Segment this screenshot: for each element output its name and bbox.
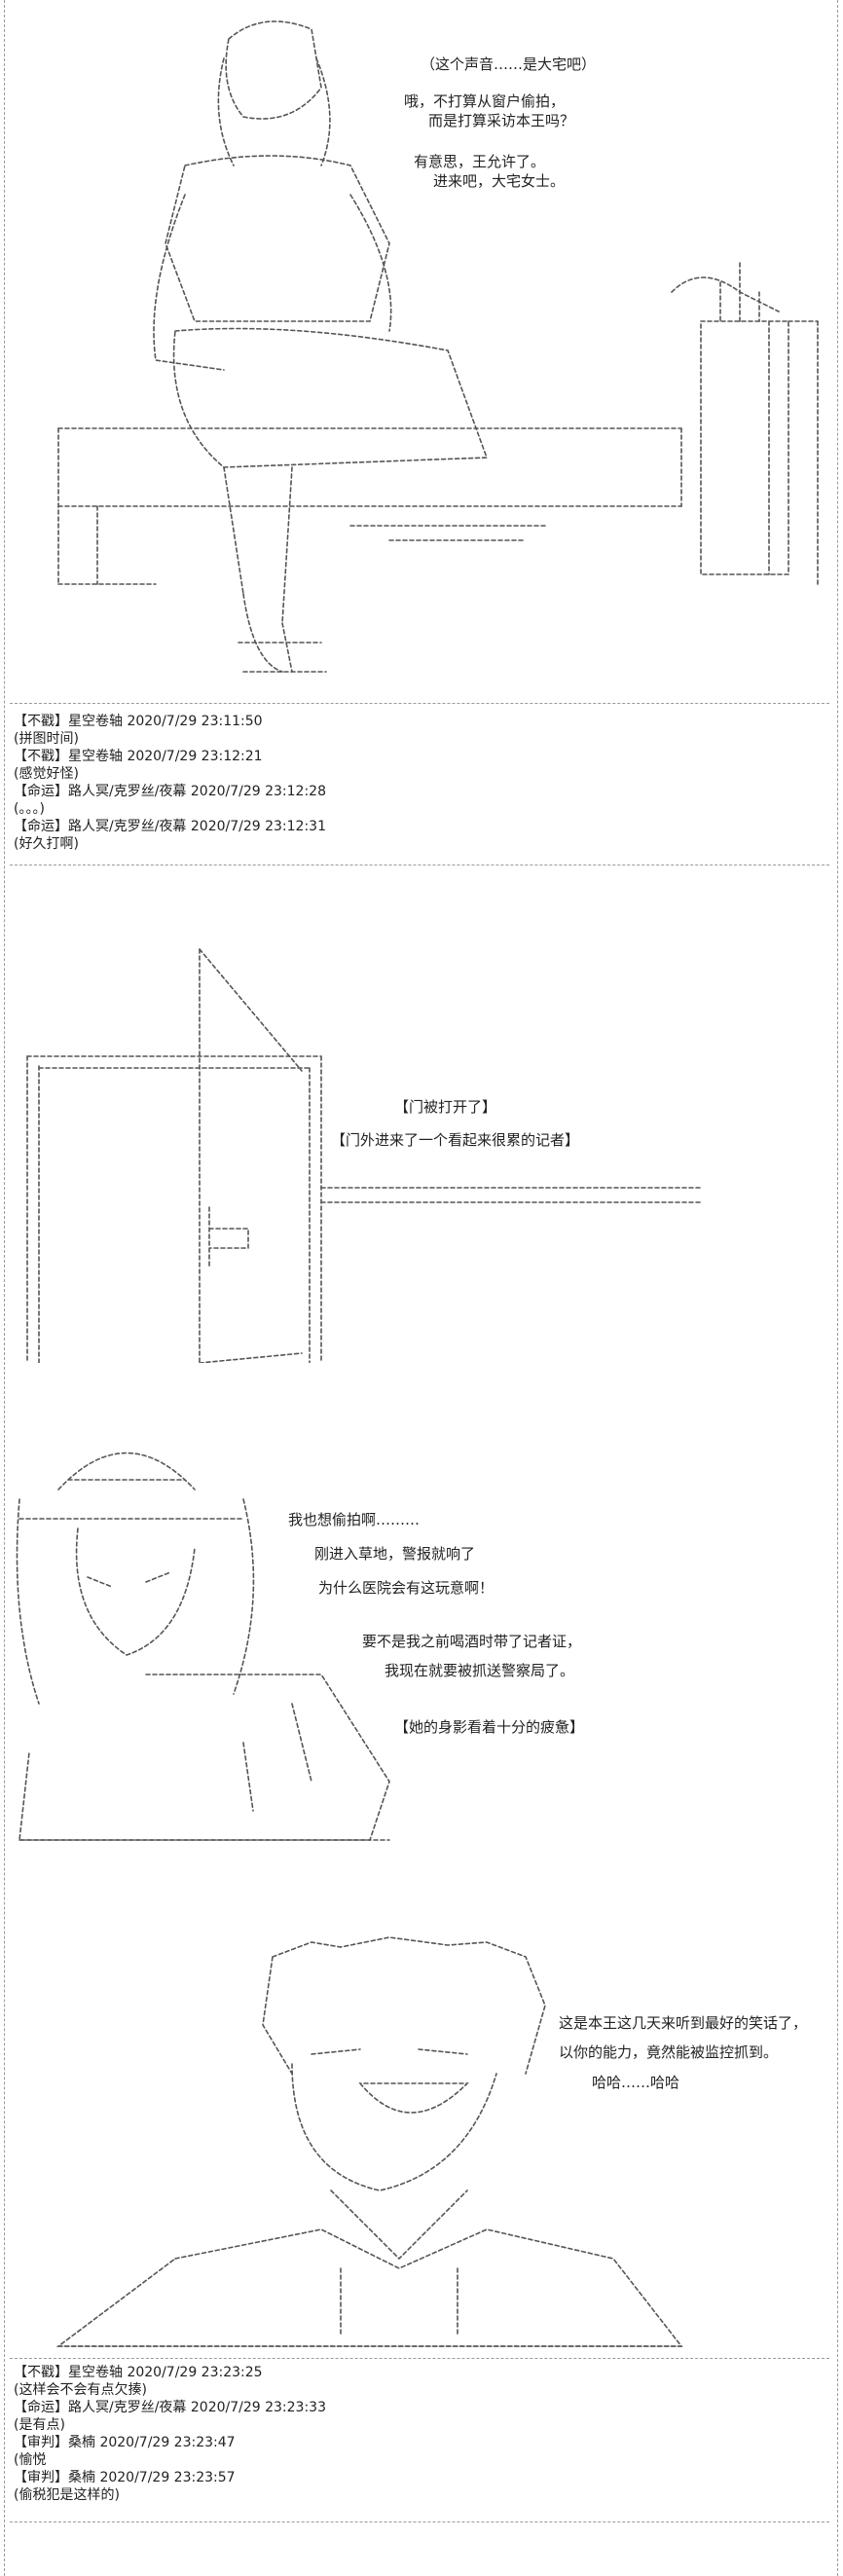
comment-log-1: 【不戳】星空卷轴 2020/7/29 23:11:50 (拼图时间) 【不戳】星… xyxy=(14,713,326,853)
comment-text: (愉悦 xyxy=(14,2452,47,2468)
left-border xyxy=(4,0,5,2576)
figure-head xyxy=(225,20,322,120)
panel1-line-1: 哦，不打算从窗户偷拍， xyxy=(404,92,566,110)
panel4-line-2: 以你的能力，竟然能被监控抓到。 xyxy=(559,2043,779,2061)
separator xyxy=(10,2358,829,2359)
narration-door-opened: 【门被打开了】 xyxy=(394,1098,497,1116)
boy-face xyxy=(291,2063,497,2191)
reporter-hat xyxy=(57,1452,196,1490)
figure-legs xyxy=(223,466,293,673)
comment-meta: 【审判】桑楠 2020/7/29 23:23:47 xyxy=(14,2435,236,2450)
comment-meta: 【命运】路人冥/克罗丝/夜幕 2020/7/29 23:12:31 xyxy=(14,819,326,834)
comment-meta: 【不戳】星空卷轴 2020/7/29 23:12:21 xyxy=(14,749,263,764)
boy-shirt xyxy=(55,2228,683,2347)
comment-meta: 【审判】桑楠 2020/7/29 23:23:57 xyxy=(14,2470,236,2485)
comment-log-2: 【不戳】星空卷轴 2020/7/29 23:23:25 (这样会不会有点欠揍) … xyxy=(14,2364,326,2504)
reporter-body xyxy=(18,1674,390,1841)
comment-meta: 【命运】路人冥/克罗丝/夜幕 2020/7/29 23:23:33 xyxy=(14,2400,326,2415)
panel3-line-2: 刚进入草地，警报就响了 xyxy=(314,1545,476,1563)
panel4-line-1: 这是本王这几天来听到最好的笑话了， xyxy=(559,2014,808,2032)
figure-arm-left xyxy=(153,194,225,371)
reporter-face xyxy=(75,1527,196,1656)
door-handle xyxy=(208,1206,249,1267)
comment-text: (。。。) xyxy=(14,801,45,817)
comment-text: (感觉好怪) xyxy=(14,766,79,782)
right-border xyxy=(837,0,838,2576)
comment-text: (偷税犯是这样的) xyxy=(14,2487,120,2503)
separator xyxy=(10,703,829,704)
panel3-art xyxy=(16,1452,390,1841)
panel4-art xyxy=(55,1936,683,2347)
panel3-line-3: 为什么医院会有这玩意啊！ xyxy=(318,1579,495,1597)
comment-text: (这样会不会有点欠揍) xyxy=(14,2382,147,2398)
figure-feet xyxy=(238,642,327,673)
separator xyxy=(10,2521,829,2522)
panel1-thought: （这个声音……是大宅吧） xyxy=(421,55,597,73)
figure-arm-right xyxy=(349,194,392,332)
comment-text: (是有点) xyxy=(14,2417,65,2433)
panel4-line-3: 哈哈……哈哈 xyxy=(592,2074,680,2091)
boy-collar xyxy=(330,2190,468,2261)
comment-text: (好久打啊) xyxy=(14,836,79,852)
figure-hair xyxy=(217,57,331,166)
comment-meta: 【命运】路人冥/克罗丝/夜幕 2020/7/29 23:12:28 xyxy=(14,784,326,799)
panel1-art xyxy=(57,20,819,673)
panel3-line-1: 我也想偷拍啊……… xyxy=(288,1511,421,1528)
panel2-door-art xyxy=(26,948,702,1363)
reporter-hair xyxy=(16,1498,255,1705)
boy-hair xyxy=(262,1936,546,2075)
figure-skirt xyxy=(172,327,489,468)
boy-open-mouth xyxy=(358,2082,469,2114)
pen-holder xyxy=(700,320,789,575)
comment-meta: 【不戳】星空卷轴 2020/7/29 23:11:50 xyxy=(14,714,263,729)
panel1-line-3: 有意思，王允许了。 xyxy=(414,153,546,170)
panel1-line-4: 进来吧，大宅女士。 xyxy=(433,172,566,190)
narration-tired: 【她的身影看着十分的疲惫】 xyxy=(394,1718,585,1736)
comment-meta: 【不戳】星空卷轴 2020/7/29 23:23:25 xyxy=(14,2365,263,2380)
comment-text: (拼图时间) xyxy=(14,731,79,747)
figure-body xyxy=(165,155,390,322)
narration-reporter: 【门外进来了一个看起来很累的记者】 xyxy=(331,1131,580,1149)
panel1-line-2: 而是打算采访本王吗？ xyxy=(428,112,575,129)
panel3-line-4: 要不是我之前喝酒时带了记者证， xyxy=(362,1633,582,1650)
panel3-line-5: 我现在就要被抓送警察局了。 xyxy=(385,1662,575,1679)
